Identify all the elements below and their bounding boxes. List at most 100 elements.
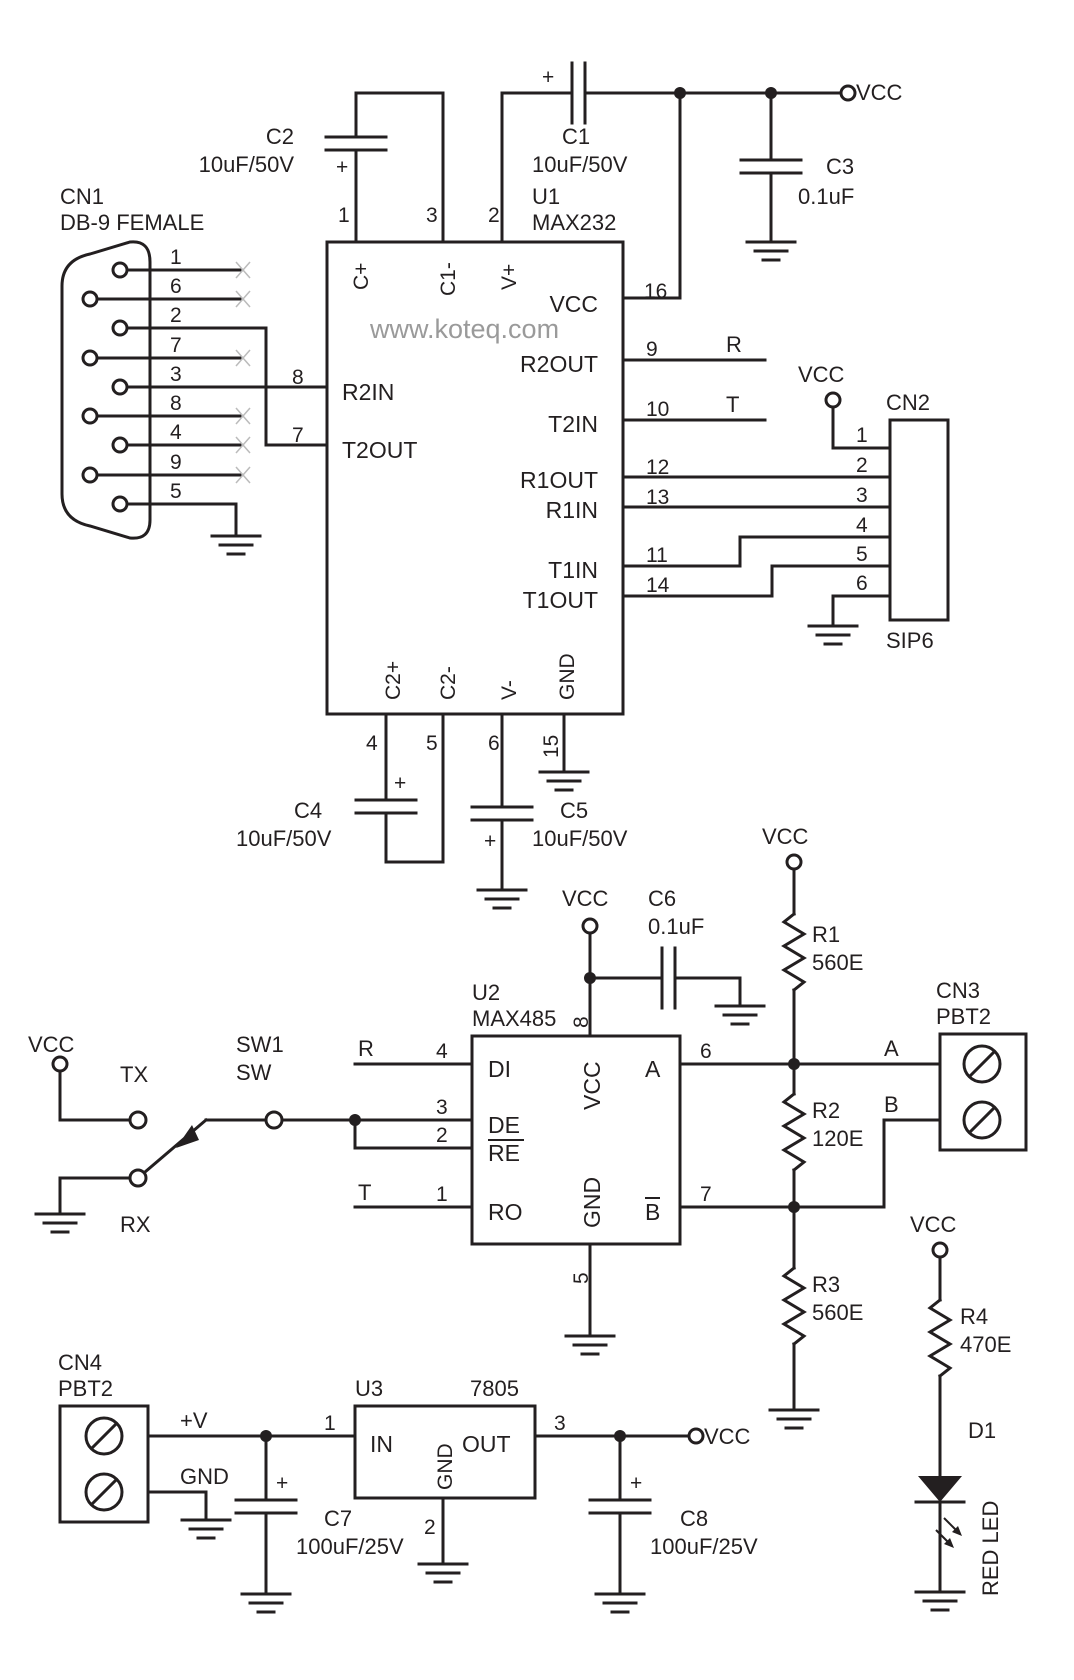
u2-pinnum-1: 1	[436, 1183, 448, 1206]
vcc-terminal	[785, 853, 803, 871]
capacitor-c8: + C8 100uF/25V	[588, 1434, 758, 1614]
u2-pin-di: DI	[488, 1056, 511, 1082]
cn2-pin4: 4	[856, 514, 868, 537]
u1-pin-t2out: T2OUT	[342, 437, 417, 463]
u2-pin-de: DE	[488, 1112, 520, 1138]
u3-pinnum-1: 1	[324, 1412, 336, 1435]
u1-pin-v-plus: V+	[498, 264, 521, 290]
max232-section: U1 MAX232 www.koteq.com C+ C1- V+ C2+ C2…	[60, 61, 950, 910]
cn1-ref: CN1	[60, 184, 104, 209]
c1-plus: +	[542, 66, 554, 89]
u1-pinnum-12: 12	[646, 456, 669, 479]
u1-pin-r1in: R1IN	[546, 497, 598, 523]
capacitor-c1: + C1 10uF/50V	[500, 61, 842, 244]
u1-pinnum-13: 13	[646, 486, 669, 509]
u2-pinnum-3: 3	[436, 1096, 448, 1119]
tx-contact	[128, 1110, 148, 1130]
net-t-label-2: T	[358, 1180, 371, 1205]
u1-pin-t2in: T2IN	[548, 411, 598, 437]
led-d1: D1 RED LED	[914, 1418, 1003, 1612]
cn1-part: DB-9 FEMALE	[60, 210, 204, 235]
c4-ref: C4	[294, 798, 322, 823]
cn1-db9-connector: CN1 DB-9 FEMALE	[60, 184, 329, 556]
u1-pinnum-11: 11	[646, 544, 668, 567]
u1-pinnum-10: 10	[646, 398, 669, 421]
u1-pinnum-7: 7	[292, 424, 304, 447]
net-a-label: A	[884, 1036, 899, 1061]
c8-plus: +	[630, 1472, 642, 1495]
cn4-ref: CN4	[58, 1350, 102, 1375]
r4-ref: R4	[960, 1304, 988, 1329]
c2-value: 10uF/50V	[199, 152, 295, 177]
resistor-r4: R4 470E	[927, 1255, 1011, 1478]
u1-pin-c2-plus: C2+	[382, 661, 405, 700]
vcc-terminal	[824, 391, 842, 409]
u1-pin-t1out: T1OUT	[523, 587, 598, 613]
switch-sw1: SW1 SW VCC TX RX	[28, 1032, 357, 1237]
u2-pin-b: B	[645, 1199, 660, 1225]
net-t-label: T	[726, 392, 739, 417]
u3-pinnum-3: 3	[554, 1412, 566, 1435]
u3-pin-in: IN	[370, 1431, 393, 1457]
vcc-label: VCC	[762, 824, 809, 849]
cn3-part: PBT2	[936, 1004, 991, 1029]
resistor-r2: R2 120E	[781, 1062, 863, 1209]
u2-pinnum-2: 2	[436, 1124, 448, 1147]
u2-pinnum-7: 7	[700, 1183, 712, 1206]
cn3-ref: CN3	[936, 978, 980, 1003]
u2-pin-a: A	[645, 1056, 661, 1082]
vcc-label: VCC	[798, 362, 845, 387]
u3-pin-gnd: GND	[434, 1443, 457, 1490]
u2-pinnum-5: 5	[570, 1272, 593, 1284]
vcc-terminal	[687, 1427, 705, 1445]
vcc-terminal	[931, 1241, 949, 1259]
vcc-label: VCC	[910, 1212, 957, 1237]
vcc-label: VCC	[704, 1424, 751, 1449]
u3-part: 7805	[470, 1376, 519, 1401]
cn1-pinnum-4: 4	[170, 421, 182, 444]
u1-pin-c-plus: C+	[350, 263, 373, 290]
r1-ref: R1	[812, 922, 840, 947]
c7-value: 100uF/25V	[296, 1534, 404, 1559]
u1-pin-r1out: R1OUT	[520, 467, 598, 493]
sw1-part: SW	[236, 1060, 272, 1085]
u1-max232-body	[325, 240, 625, 716]
cn2-ref: CN2	[886, 390, 930, 415]
cn1-pin-circle	[111, 436, 129, 454]
u1-pinnum-3: 3	[426, 204, 438, 227]
cn2-pin2: 2	[856, 454, 868, 477]
cn1-pinnum-9: 9	[170, 451, 182, 474]
tx-label: TX	[120, 1062, 148, 1087]
c1-value: 10uF/50V	[532, 152, 628, 177]
cn1-pinnum-7: 7	[170, 334, 182, 357]
u2-pinnum-4: 4	[436, 1040, 448, 1063]
u1-pin-c2-minus: C2-	[437, 666, 460, 700]
vcc-terminal	[581, 917, 599, 935]
cn1-pin-circle	[111, 495, 129, 513]
r3-value: 560E	[812, 1300, 863, 1325]
capacitor-c5: + C5 10uF/50V	[470, 712, 628, 910]
c6-value: 0.1uF	[648, 914, 704, 939]
cn1-pinnum-8: 8	[170, 392, 182, 415]
cn1-pin-circle	[81, 290, 99, 308]
u2-pinnum-6: 6	[700, 1040, 712, 1063]
r2-value: 120E	[812, 1126, 863, 1151]
cn1-pin-circle	[81, 349, 99, 367]
capacitor-c7: + C7 100uF/25V	[234, 1434, 404, 1614]
d1-part: RED LED	[978, 1501, 1003, 1596]
u2-ref: U2	[472, 980, 500, 1005]
cn4-terminal-block: CN4 PBT2	[58, 1350, 150, 1524]
c2-ref: C2	[266, 124, 294, 149]
c5-ref: C5	[560, 798, 588, 823]
u1-pinnum-16: 16	[644, 280, 667, 303]
u1-pin-gnd: GND	[556, 653, 579, 700]
watermark: www.koteq.com	[369, 314, 559, 344]
capacitor-c4: + C4 10uF/50V	[236, 712, 445, 864]
net-r-label: R	[726, 332, 742, 357]
net-b-label: B	[884, 1092, 899, 1117]
c1-ref: C1	[562, 124, 590, 149]
power-supply-section: CN4 PBT2 +V GND + C7 100uF/25V U3 7805 I…	[58, 1212, 1011, 1614]
u1-pinnum-8: 8	[292, 366, 304, 389]
c5-value: 10uF/50V	[532, 826, 628, 851]
u2-part: MAX485	[472, 1006, 556, 1031]
